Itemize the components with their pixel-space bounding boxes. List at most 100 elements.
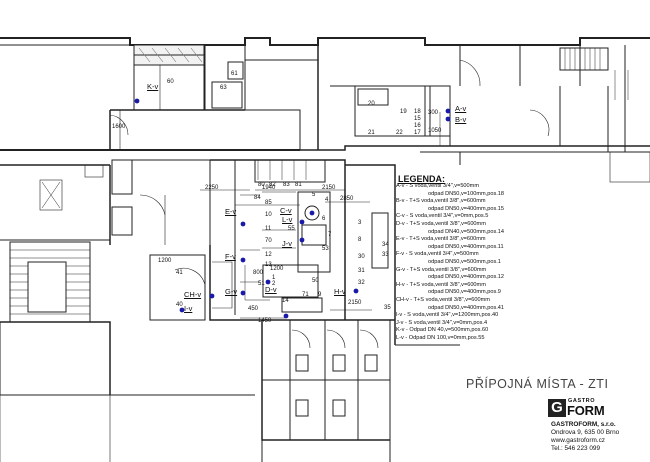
position-number: 10 [265, 212, 272, 218]
legend-line: odpad DN50,v=500mm,pos.1 [428, 259, 501, 265]
connection-label: K-v [147, 82, 159, 91]
legend-line: A-v - S voda,ventil 3/4",v=500mm [396, 183, 479, 189]
legend-line: D-v - T+S voda,ventil 3/8",v=600mm [396, 221, 486, 227]
position-number: 55 [288, 226, 295, 232]
position-number: 40 [176, 302, 183, 308]
position-number: 71 [302, 292, 309, 298]
position-number: 20 [368, 101, 375, 107]
position-number: 21 [368, 130, 375, 136]
position-number: 3 [358, 220, 362, 226]
connection-label: J-v [282, 239, 292, 248]
connection-label: F-v [225, 252, 236, 261]
position-number: 51 [258, 281, 265, 287]
position-number: 14 [282, 298, 289, 304]
position-number: 19 [400, 109, 407, 115]
legend-line: odpad DN50,v=400mm,pos.9 [428, 289, 501, 296]
position-number: 8 [358, 237, 362, 243]
position-number: 16 [414, 123, 421, 129]
position-number: 30 [358, 254, 365, 260]
legend-line: I-v - S voda,ventil 3/4",v=1200mm,pos.40 [396, 312, 499, 319]
position-number: 2 [272, 281, 276, 287]
company-address: Ondrova 9, 635 00 Brno [551, 429, 620, 436]
position-number: 11 [265, 226, 272, 232]
position-number: 83 [283, 182, 290, 188]
legend-line: E-v - T+S voda,ventil 3/8",v=600mm [396, 236, 486, 243]
connection-label: CH-v [184, 290, 202, 299]
legend-line: odpad DN50,v=400mm,pos.11 [428, 243, 504, 250]
position-number: 32 [358, 280, 365, 286]
legend-title: LEGENDA: [398, 174, 445, 184]
position-number: 7 [328, 232, 332, 238]
legend-line: odpad DN50,v=400mm,pos.41 [428, 304, 505, 311]
legend-line: odpad DN50,v=100mm,pos.18 [428, 190, 505, 197]
position-number: 35 [384, 305, 391, 311]
dimension-label: 1200 [158, 258, 172, 264]
legend-line: odpad DN50,v=400mm,pos.15 [428, 205, 505, 212]
position-number: 82 [269, 182, 276, 188]
connection-label: L-v [282, 215, 293, 224]
position-number: 12 [265, 252, 272, 258]
position-number: 31 [358, 268, 365, 274]
dimension-label: 2150 [322, 185, 336, 191]
position-number: 9 [318, 292, 322, 298]
position-number: 5 [312, 192, 316, 198]
dimension-label: 800 [253, 270, 264, 276]
connection-label: H-v [334, 287, 346, 296]
position-number: 13 [265, 262, 272, 268]
position-number: 41 [176, 270, 183, 276]
company-name: GASTROFORM, s.r.o. [551, 421, 616, 428]
dimension-label: 2150 [348, 300, 362, 306]
connection-label: E-v [225, 207, 237, 216]
logo-big-text: FORM [567, 403, 605, 418]
legend-line: J-v - S voda,ventil 3/4",v=0mm,pos.4 [396, 319, 488, 326]
position-number: 85 [265, 200, 272, 206]
position-number: 70 [265, 238, 272, 244]
position-number: 80 [258, 182, 265, 188]
dimension-label: 2250 [205, 185, 219, 191]
dimension-label: 450 [248, 306, 259, 312]
position-number: 34 [382, 242, 389, 248]
legend-line: odpad DN40,v=500mm,pos.14 [428, 228, 505, 235]
position-number: 53 [322, 246, 329, 252]
legend-line: CH-v - T+S voda,ventil 3/8",v=600mm [396, 297, 490, 303]
connection-label: D-v [265, 285, 277, 294]
dimension-label: 1940 [262, 185, 276, 191]
connection-label: A-v [455, 104, 467, 113]
dimension-label: 2850 [340, 196, 354, 202]
position-number: 81 [295, 182, 302, 188]
dimension-label: 1050 [428, 128, 442, 134]
connection-label: G-v [225, 287, 238, 296]
position-number: 4 [325, 197, 329, 203]
position-number: 22 [396, 130, 403, 136]
dimension-label: 1600 [112, 124, 126, 130]
connection-label: I-v [184, 304, 193, 313]
position-number: 61 [231, 71, 238, 77]
sheet-title: PŘÍPOJNÁ MÍSTA - ZTI [466, 377, 609, 391]
position-number: 84 [254, 195, 261, 201]
position-number: 18 [414, 109, 421, 115]
legend-line: F-v - S voda,ventil 3/4",v=500mm [396, 251, 479, 258]
company-phone: Tel.: 546 223 099 [551, 445, 601, 452]
dimension-label: 1450 [258, 318, 272, 324]
dimension-label: 300 [428, 110, 439, 116]
position-number: 15 [414, 116, 421, 122]
position-number: 17 [414, 130, 421, 136]
legend-line: H-v - T+S voda,ventil 3/8",v=600mm [396, 281, 486, 288]
position-number: 33 [382, 252, 389, 258]
position-number: 1 [272, 275, 276, 281]
position-number: 50 [312, 278, 319, 284]
position-number: 60 [167, 79, 174, 85]
company-logo: G GASTRO FORM [548, 398, 636, 418]
position-number: 63 [220, 85, 227, 91]
legend-line: K-v - Odpad DN 40,v=500mm,pos.60 [396, 327, 489, 334]
legend-line: C-v - S voda,ventil 3/4",v=0mm,pos.5 [396, 213, 489, 220]
legend-line: L-v - Odpad DN 100,v=0mm,pos.55 [396, 335, 485, 341]
legend-line: odpad DN50,v=400mm,pos.12 [428, 274, 505, 281]
legend-line: B-v - T+S voda,ventil 3/8",v=600mm [396, 198, 486, 205]
legend-line: G-v - T+S voda,ventil 3/8",v=600mm [396, 266, 487, 273]
company-web: www.gastroform.cz [551, 437, 605, 444]
logo-small-text: GASTRO [568, 398, 596, 404]
logo-mark: G [548, 399, 566, 417]
dimension-label: 1200 [270, 266, 284, 272]
